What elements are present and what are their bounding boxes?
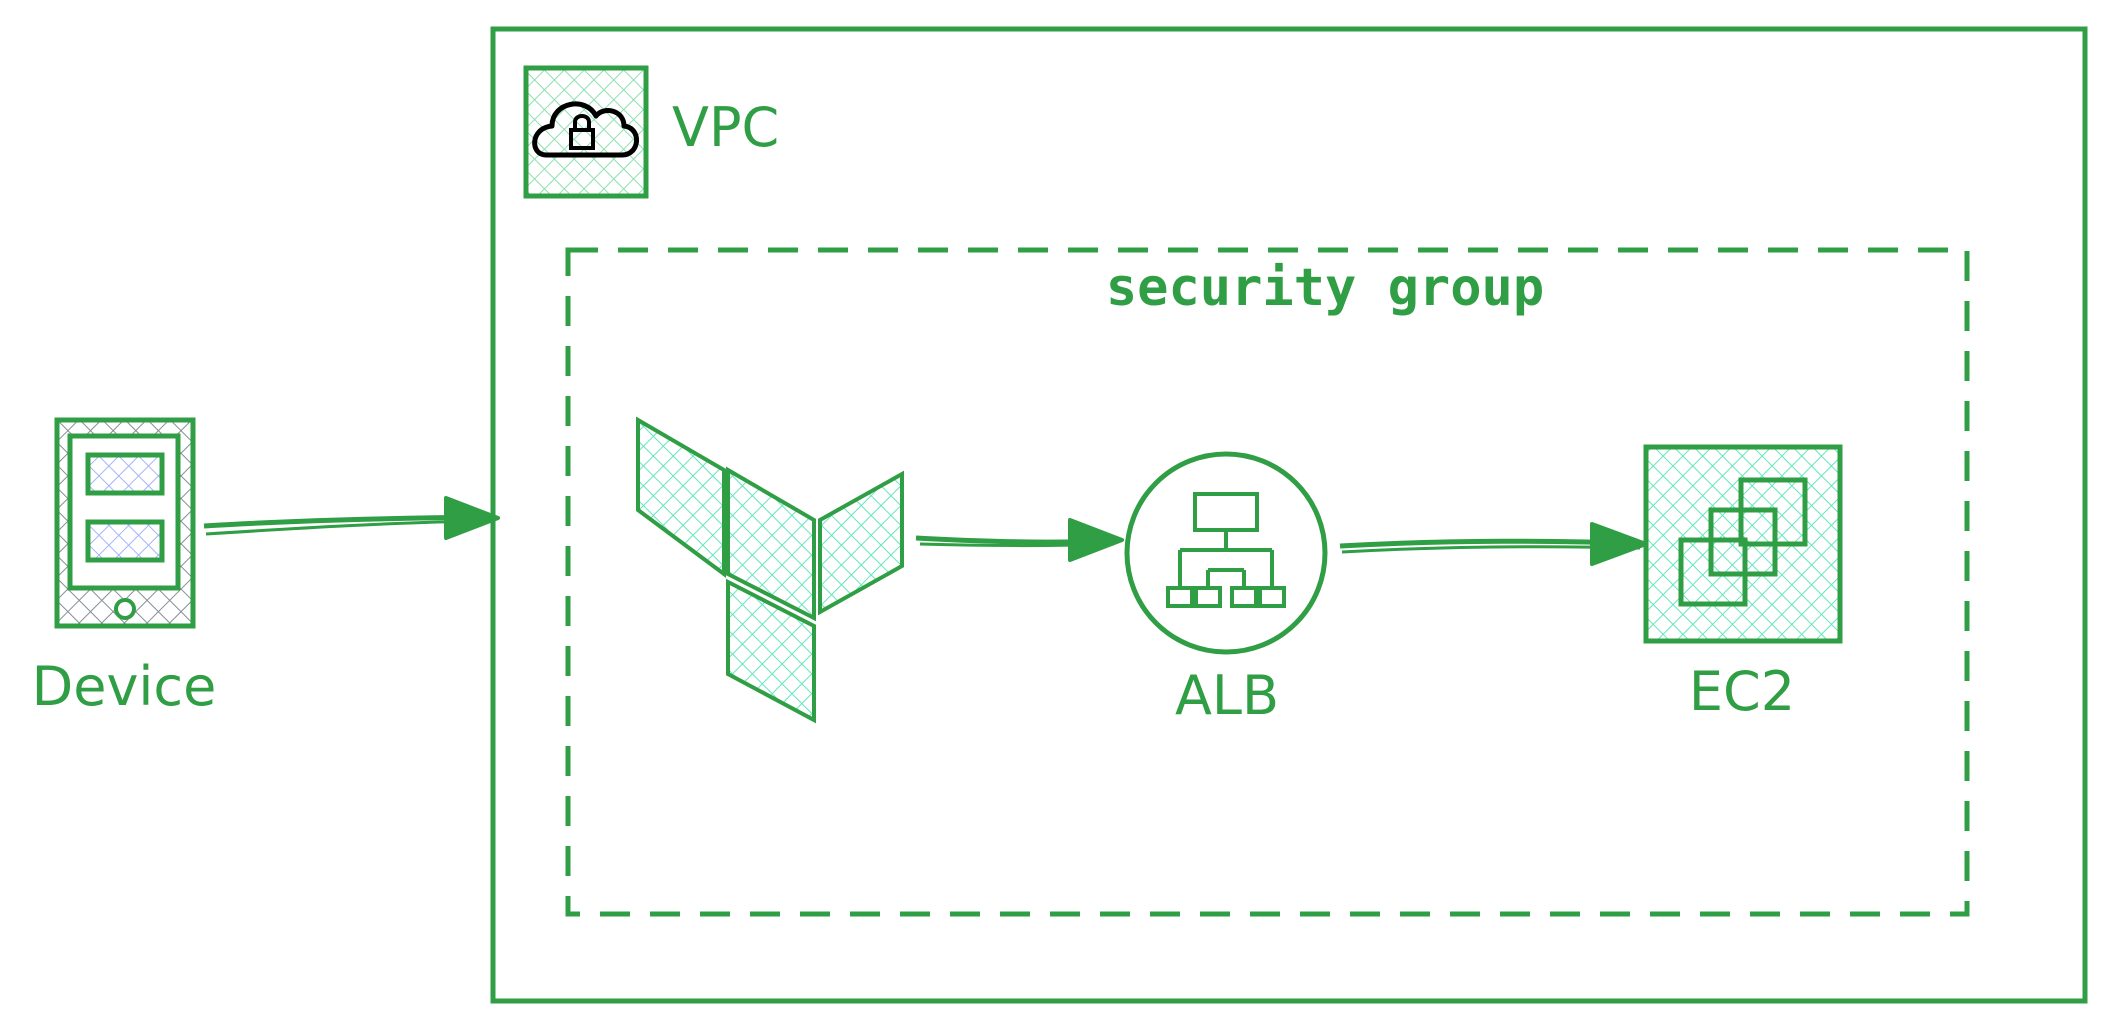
edge-device-to-vpc bbox=[203, 496, 500, 540]
security-group-container: security group bbox=[565, 247, 1970, 917]
security-group-label: security group bbox=[1106, 258, 1544, 318]
vpc-label: VPC bbox=[672, 96, 779, 159]
ec2-instance-icon bbox=[1643, 444, 1843, 644]
alb-node: ALB bbox=[1124, 451, 1328, 727]
load-balancer-icon bbox=[1124, 451, 1328, 655]
mobile-device-icon bbox=[54, 417, 196, 629]
cloud-lock-icon bbox=[523, 65, 649, 199]
ec2-label: EC2 bbox=[1689, 660, 1795, 723]
edge-terraform-to-alb bbox=[915, 518, 1124, 562]
ec2-node: EC2 bbox=[1643, 444, 1843, 723]
device-node: Device bbox=[32, 417, 217, 718]
vpc-container: VPC bbox=[490, 26, 2088, 1004]
alb-label: ALB bbox=[1175, 664, 1279, 727]
device-label: Device bbox=[32, 655, 217, 718]
terraform-icon bbox=[636, 416, 904, 724]
edge-alb-to-ec2 bbox=[1339, 522, 1648, 566]
